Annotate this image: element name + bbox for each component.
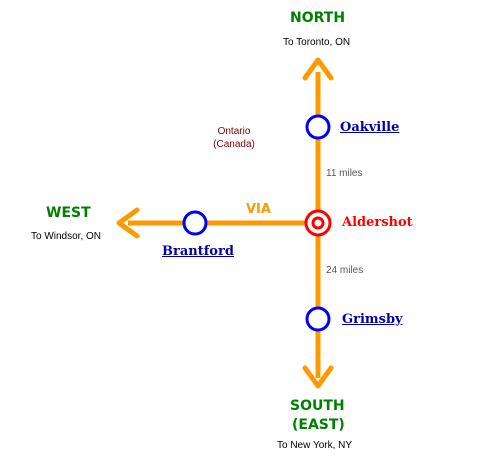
station-link-oakville[interactable]: Oakville <box>340 120 400 135</box>
west-arrowhead-icon <box>116 207 140 239</box>
destination-south: To New York, NY <box>277 440 353 451</box>
region-country: (Canada) <box>213 139 255 150</box>
destination-north: To Toronto, ON <box>283 37 351 48</box>
direction-north-label: NORTH <box>290 10 346 26</box>
distance-north: 11 miles <box>326 168 363 179</box>
direction-west-label: WEST <box>46 205 91 221</box>
station-link-grimsby[interactable]: Grimsby <box>342 312 403 327</box>
station-marker-grimsby[interactable] <box>305 306 331 332</box>
region-label: Ontario (Canada) <box>208 125 260 151</box>
current-station-marker-icon <box>304 209 332 237</box>
region-name: Ontario <box>217 126 251 137</box>
distance-south: 24 miles <box>326 265 364 276</box>
north-arrowhead-icon <box>302 57 334 81</box>
direction-south-label: SOUTH <box>290 398 345 414</box>
current-station-label: Aldershot <box>342 215 413 230</box>
direction-south-sublabel: (EAST) <box>292 417 345 433</box>
station-marker-brantford[interactable] <box>182 210 208 236</box>
station-marker-oakville[interactable] <box>305 114 331 140</box>
south-arrowhead-icon <box>302 365 334 389</box>
station-link-brantford[interactable]: Brantford <box>162 244 234 259</box>
rail-line-label: VIA <box>246 202 271 217</box>
destination-west: To Windsor, ON <box>31 231 102 242</box>
